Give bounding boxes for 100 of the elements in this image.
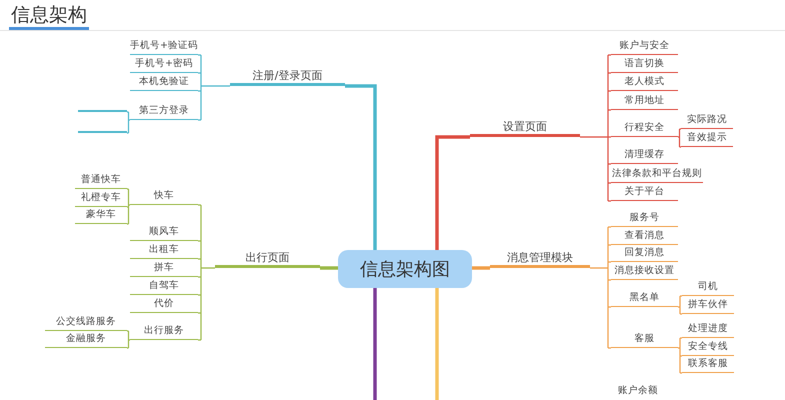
connector-line [198, 276, 201, 278]
connector-line [127, 347, 128, 349]
branch-topic: 设置页面 [470, 119, 580, 137]
branch-topic: 消息管理模块 [490, 250, 590, 268]
connector-line [128, 111, 131, 134]
connector-line [198, 339, 201, 341]
subtopic-label: 快车 [130, 188, 198, 205]
connector-line [127, 223, 128, 225]
connector-line [677, 295, 681, 315]
connector-line [680, 128, 681, 130]
branch-topic: 注册/登录页面 [230, 68, 345, 86]
connector-line [470, 266, 490, 270]
subtopic-label: 出行服务 [130, 323, 198, 340]
subtopic-label: 客服 [611, 331, 678, 348]
subtopic-label: 自驾车 [130, 278, 198, 295]
connector-line [608, 200, 611, 202]
subtopic-label: 出租车 [130, 242, 198, 259]
subtopic-label: 常用地址 [611, 93, 678, 110]
subtopic-label: 实际路况 [681, 112, 733, 129]
subtopic-label: 第三方登录 [130, 103, 198, 120]
connector-line [128, 188, 131, 225]
central-topic: 信息架构图 [338, 250, 472, 288]
connector-line [198, 204, 201, 206]
topic-label: 账户余额 [618, 384, 658, 397]
connector-line [680, 313, 682, 315]
subtopic-label: 代价 [130, 296, 198, 313]
connector-line [608, 163, 611, 165]
connector-line [608, 136, 611, 138]
subtopic-label: 公交线路服务 [45, 314, 127, 331]
subtopic-label: 关于平台 [611, 184, 678, 201]
subtopic-label: 普通快车 [75, 172, 127, 189]
connector-line [198, 258, 201, 260]
connector-line [435, 288, 439, 400]
subtopic-label: 音效提示 [681, 130, 733, 147]
connector-line [320, 266, 340, 270]
connector-line [127, 111, 128, 113]
connector-line [127, 132, 128, 134]
connector-line [677, 128, 680, 148]
connector-line [345, 84, 377, 252]
branch-topic: 出行页面 [215, 250, 320, 268]
subtopic-label: 语言切换 [611, 56, 678, 73]
subtopic-label: 回复消息 [611, 245, 678, 262]
connector-line [677, 337, 681, 374]
subtopic-label: 顺风车 [130, 224, 198, 241]
connector-line [200, 54, 231, 121]
connector-line [198, 312, 201, 314]
connector-line [198, 294, 201, 296]
subtopic-label: 联系客服 [682, 356, 734, 373]
connector-line [680, 146, 681, 148]
subtopic-label: 本机免验证 [130, 74, 198, 91]
connector-line [608, 279, 611, 281]
connector-line [198, 54, 201, 56]
subtopic-label: 黑名单 [611, 290, 678, 307]
subtopic-label: 消息接收设置 [611, 263, 678, 280]
subtopic-label: 司机 [682, 279, 734, 296]
subtopic-label: 行程安全 [611, 120, 678, 137]
connector-line [680, 355, 682, 357]
subtopic-label: 法律条款和平台规则 [611, 166, 703, 183]
connector-line [127, 330, 128, 332]
connector-line [589, 226, 609, 349]
page-title: 信息架构 [9, 3, 89, 30]
subtopic-label: 处理进度 [682, 321, 734, 338]
connector-line [608, 226, 611, 228]
connector-line [127, 206, 128, 208]
subtopic-label: 安全专线 [682, 339, 734, 356]
connector-line [608, 109, 611, 111]
connector-line [127, 188, 128, 190]
connector-line [608, 90, 611, 92]
branch-line [78, 131, 127, 133]
connector-line [435, 135, 470, 252]
subtopic-label: 手机号+验证码 [130, 38, 198, 55]
connector-line [579, 54, 609, 202]
connector-line [608, 306, 611, 308]
subtopic-label: 拼车 [130, 260, 198, 277]
connector-line [198, 240, 201, 242]
connector-line [608, 182, 611, 184]
connector-line [680, 337, 682, 339]
connector-line [200, 204, 216, 341]
subtopic-label: 清理缓存 [611, 147, 678, 164]
subtopic-label: 金融服务 [45, 331, 127, 348]
subtopic-label: 拼车伙伴 [682, 297, 734, 314]
connector-line [608, 244, 611, 246]
connector-line [198, 119, 201, 121]
connector-line [680, 372, 682, 374]
branch-line [78, 110, 127, 112]
subtopic-label: 账户与安全 [611, 38, 678, 55]
subtopic-label: 手机号+密码 [130, 56, 198, 73]
subtopic-label: 老人模式 [611, 74, 678, 91]
connector-line [608, 347, 611, 349]
connector-line [608, 72, 611, 74]
subtopic-label: 礼橙专车 [75, 190, 127, 207]
connector-line [608, 54, 611, 56]
connector-line [373, 288, 377, 400]
subtopic-label: 服务号 [611, 210, 678, 227]
subtopic-label: 查看消息 [611, 228, 678, 245]
subtopic-label: 豪华车 [75, 207, 127, 224]
connector-line [128, 330, 131, 349]
connector-line [198, 72, 201, 74]
connector-line [608, 261, 611, 263]
connector-line [680, 295, 682, 297]
